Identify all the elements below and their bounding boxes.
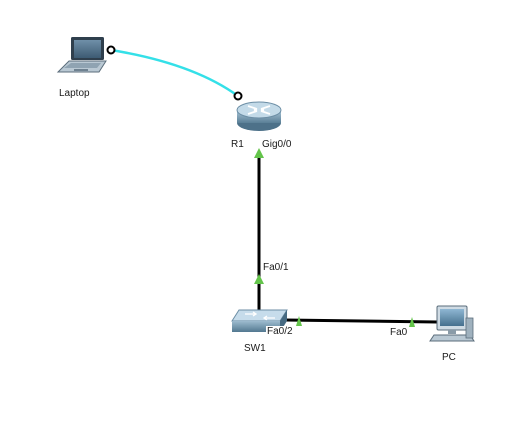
link-light-sw1-fa02 — [296, 316, 302, 326]
router-label: R1 — [230, 139, 245, 151]
port-label-sw1-fa01: Fa0/1 — [262, 262, 290, 274]
console-connector-router — [233, 91, 243, 101]
link-light-r1-gig00 — [254, 148, 264, 158]
pc-icon[interactable] — [429, 305, 475, 342]
router-icon[interactable] — [236, 101, 282, 131]
laptop-icon[interactable] — [56, 37, 107, 73]
pc-label: PC — [441, 352, 457, 364]
port-label-r1-gig00: Gig0/0 — [261, 139, 293, 151]
console-connector-laptop — [106, 45, 116, 55]
link-sw1-pc[interactable] — [284, 318, 438, 324]
port-label-pc-fa0: Fa0 — [389, 327, 409, 339]
switch-icon[interactable] — [231, 309, 288, 332]
link-light-pc-fa0 — [409, 317, 415, 327]
laptop-label: Laptop — [58, 88, 91, 100]
console-cable[interactable] — [110, 48, 239, 98]
link-light-sw1-fa01 — [254, 274, 264, 284]
port-label-sw1-fa02: Fa0/2 — [266, 326, 294, 338]
switch-label: SW1 — [243, 343, 267, 355]
